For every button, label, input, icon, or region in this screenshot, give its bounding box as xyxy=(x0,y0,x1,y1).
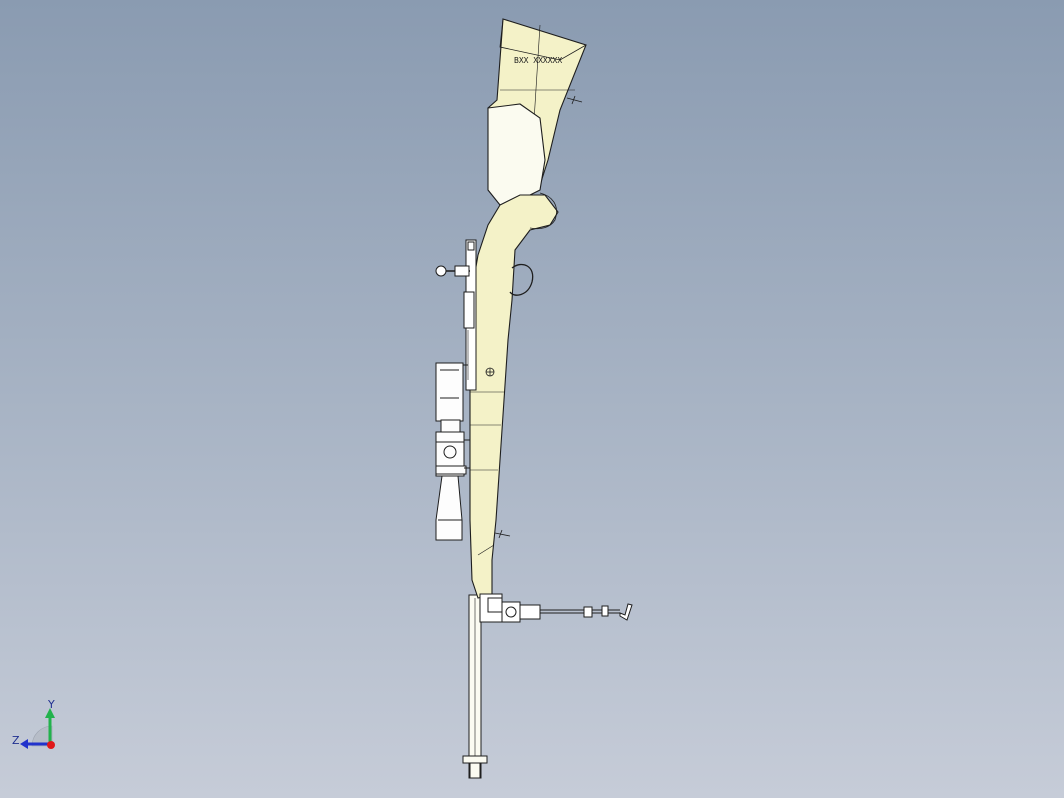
rifle-stock[interactable] xyxy=(469,18,587,599)
triad-plane xyxy=(31,725,53,747)
x-axis-dot xyxy=(47,741,55,749)
bolt-handle[interactable] xyxy=(435,265,470,277)
barrel[interactable] xyxy=(462,594,488,779)
rifle-scope[interactable] xyxy=(435,362,470,541)
stock-engraving: BXX XXXXXX xyxy=(514,56,562,65)
z-axis-head xyxy=(20,739,28,749)
bipod[interactable] xyxy=(479,593,633,623)
view-orientation-triad[interactable]: Y Z xyxy=(8,698,68,756)
triad-axes xyxy=(20,708,55,749)
swivel-marks xyxy=(485,95,583,539)
y-axis-head xyxy=(45,708,55,718)
y-axis-label: Y xyxy=(48,698,55,711)
z-axis-label: Z xyxy=(12,734,20,747)
receiver[interactable] xyxy=(463,239,477,391)
